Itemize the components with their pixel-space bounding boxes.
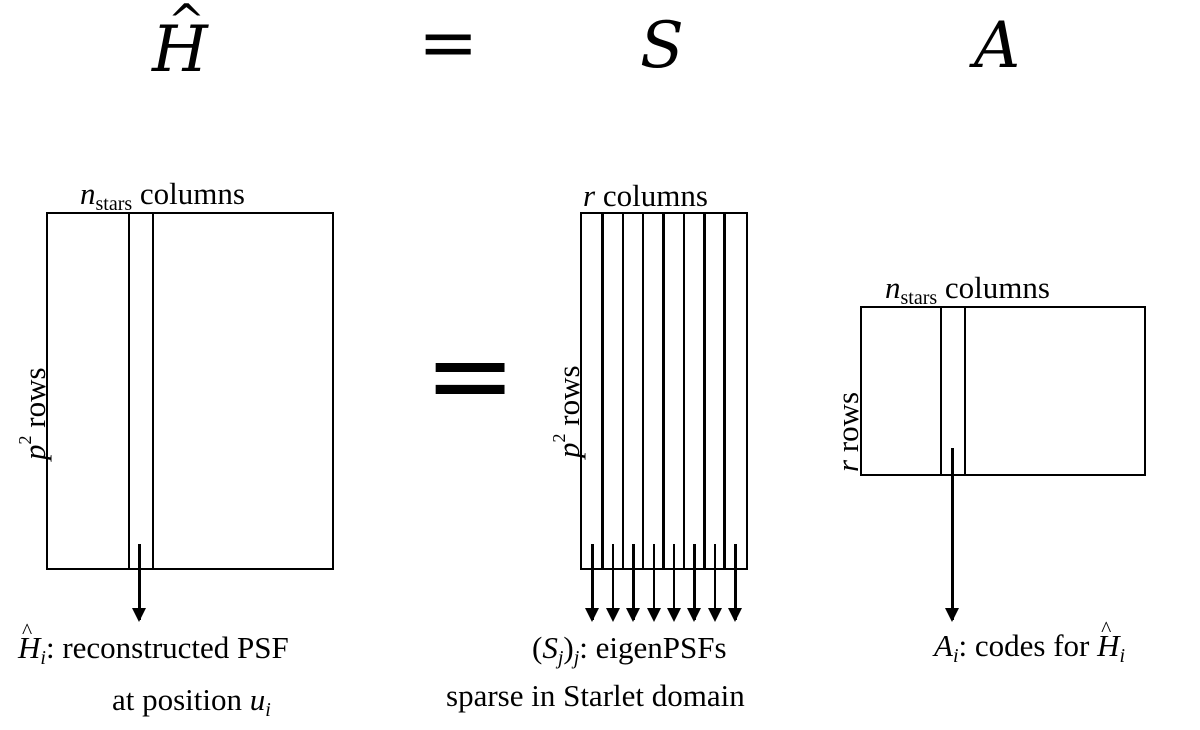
matrix-s-eigenpsf-arrow (586, 544, 599, 622)
matrix-a-top-label: nstars columns (885, 270, 1050, 309)
matrix-s-eigenpsf-arrow (627, 544, 639, 622)
matrix-s-eigenpsf-arrow (647, 544, 660, 622)
matrix-h-caption-line1: Hi: reconstructed PSF (18, 621, 289, 668)
header-a-symbol: A (974, 9, 1021, 83)
matrix-s-column-separator (601, 214, 604, 568)
matrix-s-eigenpsf-arrow (667, 544, 680, 622)
matrix-s-column-separator (682, 214, 686, 568)
matrix-a-column-highlight (940, 308, 966, 474)
header-h-hat-symbol: H (152, 0, 208, 82)
matrix-a (860, 306, 1146, 476)
matrix-h-caption-line2: at position ui (112, 682, 271, 721)
matrix-a-side-label: r rows (830, 391, 865, 472)
header-equals-sign: = (418, 0, 479, 84)
matrix-a-caption: Ai: codes for Hi (934, 619, 1125, 666)
matrix-s-column-separator (662, 214, 665, 568)
matrix-s-eigenpsf-arrow (708, 544, 721, 622)
matrix-s-column-separator (621, 214, 624, 568)
matrix-s-eigenpsf-arrow (606, 544, 619, 622)
matrix-a-column-arrow (946, 448, 958, 622)
matrix-h-column-highlight (128, 214, 154, 568)
matrix-s-column-separator (723, 214, 726, 568)
middle-equals-sign: = (424, 311, 517, 439)
matrix-s-eigenpsf-arrow (729, 544, 741, 622)
matrix-h-column-arrow (133, 544, 145, 622)
matrix-s-top-label: r columns (583, 178, 708, 213)
matrix-s (580, 212, 748, 570)
matrix-h (46, 212, 334, 570)
matrix-s-column-separator (641, 214, 645, 568)
matrix-s-eigenpsf-arrow (688, 544, 700, 622)
matrix-s-column-separator (703, 214, 706, 568)
matrix-s-caption-line1: (Sj)j: eigenPSFs (532, 630, 727, 669)
matrix-h-side-label: p2 rows (15, 367, 52, 460)
matrix-h-top-label: nstars columns (80, 176, 245, 215)
matrix-s-side-label: p2 rows (549, 365, 586, 458)
header-s-symbol: S (640, 9, 684, 83)
matrix-s-caption-line2: sparse in Starlet domain (446, 678, 745, 713)
